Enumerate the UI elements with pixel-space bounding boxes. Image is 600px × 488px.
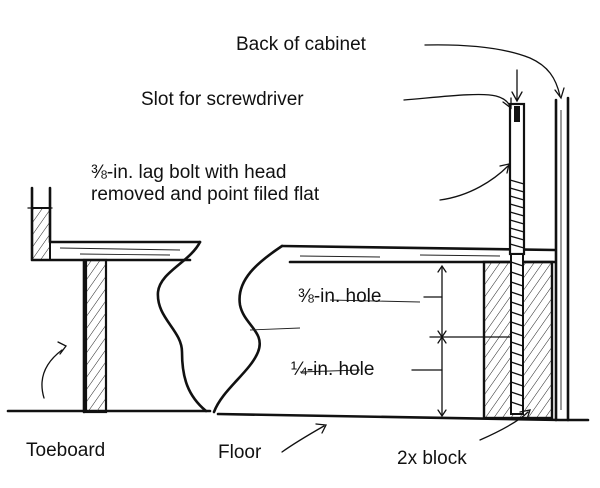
cabinet-bottom-left xyxy=(27,186,202,262)
cabinet-back-panel xyxy=(554,96,570,422)
label-lag-bolt-line1: ⅜-in. lag bolt with head xyxy=(91,162,287,183)
label-toeboard: Toeboard xyxy=(26,440,106,461)
floor-line xyxy=(6,409,590,422)
label-lag-bolt-line2: removed and point filed flat xyxy=(91,184,320,205)
label-quarter-hole: ¼-in. hole xyxy=(291,359,375,380)
label-back-of-cabinet: Back of cabinet xyxy=(236,34,366,55)
label-slot-for-screwdriver: Slot for screwdriver xyxy=(141,89,304,110)
break-lines xyxy=(156,240,284,414)
lag-bolt xyxy=(508,102,526,415)
hole-dimension-lines xyxy=(411,264,511,418)
toeboard-board xyxy=(82,258,108,414)
leader-lines xyxy=(41,44,565,453)
label-floor: Floor xyxy=(218,442,262,463)
label-three-eighths-hole: ⅜-in. hole xyxy=(298,286,382,307)
label-2x-block: 2x block xyxy=(397,448,467,469)
